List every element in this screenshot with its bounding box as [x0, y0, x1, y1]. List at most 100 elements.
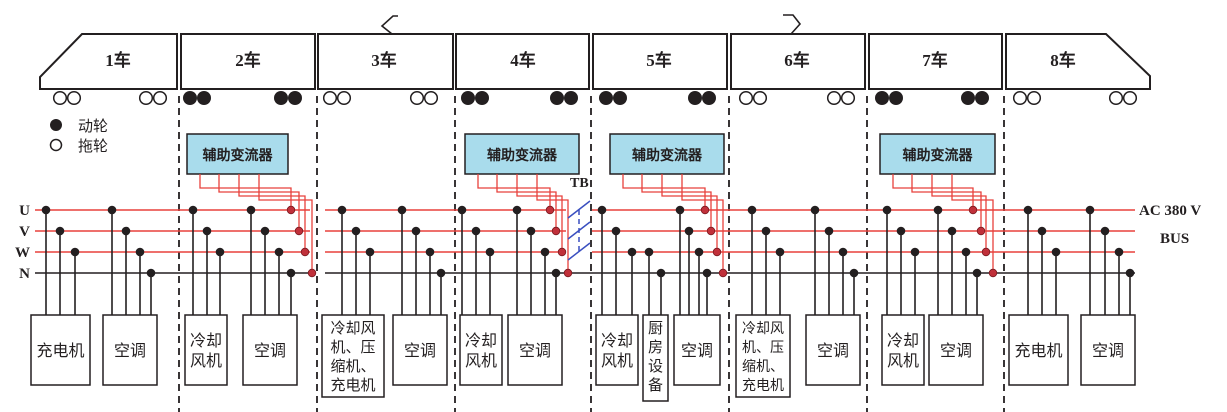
load-aircon-car-1: 空调: [102, 314, 158, 386]
trailer-wheel-icon: [738, 90, 754, 106]
junction-dot: [436, 268, 446, 278]
load-box: [102, 314, 158, 386]
motor-wheel-icon: [975, 91, 989, 105]
motor-wheel-icon: [550, 91, 564, 105]
car-3-pantograph-icon: [380, 15, 398, 35]
car-3-label: 3车: [371, 50, 397, 70]
load-label: 冷却风机、压缩机、充电机: [742, 321, 784, 394]
junction-dot: [397, 205, 407, 215]
junction-dot: [882, 205, 892, 215]
load-box: [242, 314, 298, 386]
converter-output-line: [641, 174, 712, 231]
converter-output-line: [661, 174, 718, 252]
load-label-line: 设: [648, 357, 663, 375]
load-box: [928, 314, 984, 386]
load-label: 空调: [404, 341, 436, 360]
converter-junction-dot: [976, 226, 986, 236]
junction-dot: [107, 205, 117, 215]
load-box: [30, 314, 91, 386]
trailer-wheel-icon: [826, 90, 842, 106]
load-box: [881, 314, 925, 386]
junction-dot: [246, 205, 256, 215]
junction-dot: [702, 268, 712, 278]
legend-motor-wheel-icon: [50, 119, 62, 131]
junction-dot: [644, 247, 654, 257]
load-charger-car-8: 充电机: [1008, 314, 1069, 386]
trailer-wheel-icon: [1026, 90, 1042, 106]
junction-dot: [1085, 205, 1095, 215]
load-label-line: 风机: [465, 351, 497, 370]
converter-junction-dot: [563, 268, 573, 278]
junction-dot: [933, 205, 943, 215]
converter-output-line: [238, 174, 306, 252]
converter-junction-dot: [545, 205, 555, 215]
train-cars: 1车 2车 3车 4车 5车 6车 7车 8车: [39, 14, 1151, 90]
converter-label: 辅助变流器: [487, 147, 558, 164]
junction-dot: [188, 205, 198, 215]
wheels: [52, 90, 1138, 106]
load-box: [184, 314, 228, 386]
bus-label-w: W: [15, 245, 30, 261]
load-label-line: 冷却: [601, 331, 633, 350]
load-label: 空调: [1092, 341, 1124, 360]
tie-breaker: [567, 200, 591, 261]
trailer-wheel-icon: [1108, 90, 1124, 106]
junction-dot: [684, 226, 694, 236]
motor-wheel-icon: [274, 91, 288, 105]
converter-output-line: [681, 174, 724, 273]
legend: 动轮 拖轮: [49, 117, 108, 155]
converter-junction-dot: [968, 205, 978, 215]
load-label: 冷却风机、压缩机、充电机: [330, 319, 375, 394]
tie-breaker-switch-u: [567, 200, 591, 219]
load-box: [321, 314, 385, 398]
motor-wheel-icon: [875, 91, 889, 105]
load-box: [1008, 314, 1069, 386]
trailer-wheel-icon: [336, 90, 352, 106]
bus-label-n: N: [19, 266, 30, 282]
motor-wheel-icon: [613, 91, 627, 105]
trailer-wheel-icon: [322, 90, 338, 106]
car-2-label: 2车: [235, 50, 261, 70]
junction-dot: [351, 226, 361, 236]
load-boxes: 充电机 空调 冷却风机 空调 冷却风机、压缩机、充电机 空调 冷却风机: [30, 314, 1136, 402]
junction-dot: [1037, 226, 1047, 236]
junction-dot: [41, 205, 51, 215]
load-label: 厨房设备: [648, 319, 663, 394]
converter-box: [879, 133, 996, 175]
junction-dot: [838, 247, 848, 257]
motor-wheel-icon: [702, 91, 716, 105]
load-label: 空调: [254, 341, 286, 360]
junction-dot: [540, 247, 550, 257]
motor-wheel-icon: [288, 91, 302, 105]
load-box: [805, 314, 861, 386]
trailer-wheel-icon: [1012, 90, 1028, 106]
load-fan-compressor-charger-car-6: 冷却风机、压缩机、充电机: [735, 314, 791, 398]
motor-wheel-icon: [564, 91, 578, 105]
converter-car-4: 辅助变流器: [464, 133, 580, 175]
junction-dot: [810, 205, 820, 215]
junction-dot: [597, 205, 607, 215]
converter-box: [609, 133, 725, 175]
load-label-line: 冷却: [190, 331, 222, 350]
load-label: 空调: [681, 341, 713, 360]
load-label-line: 冷却风: [330, 319, 375, 337]
load-label-line: 风机: [601, 351, 633, 370]
load-label-line: 备: [648, 376, 663, 394]
junction-dot: [274, 247, 284, 257]
load-label: 冷却风机: [601, 331, 633, 370]
converter-junction-dot: [981, 247, 991, 257]
car-boundaries: [178, 96, 1005, 412]
junction-dot: [775, 247, 785, 257]
tie-breaker-switch-w: [567, 242, 591, 261]
car-3-body: [317, 33, 454, 90]
junction-dot: [849, 268, 859, 278]
load-label-line: 房: [648, 338, 663, 356]
converter-output-line: [892, 174, 974, 210]
car-4-label: 4车: [510, 50, 536, 70]
load-label-line: 冷却风: [742, 321, 784, 337]
load-label-line: 机、压: [742, 340, 784, 356]
junction-dot: [121, 226, 131, 236]
trailer-wheel-icon: [1122, 90, 1138, 106]
converter-output-line: [951, 174, 994, 273]
